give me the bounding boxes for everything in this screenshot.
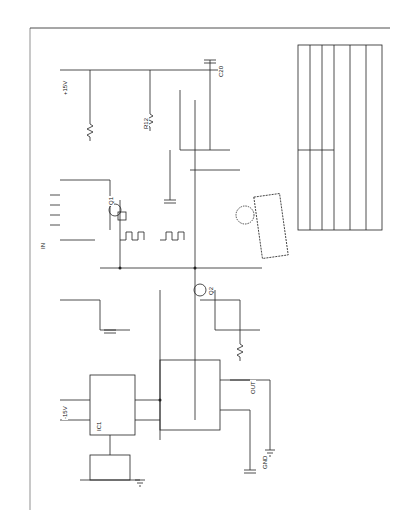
title-block-rule	[334, 45, 335, 230]
part-label: IN	[40, 242, 46, 250]
part-label: C20	[218, 65, 224, 78]
part-label: -15V	[62, 405, 68, 420]
ground-symbol	[135, 480, 145, 486]
relay-symbol	[118, 212, 126, 220]
part-label: R12	[143, 117, 149, 130]
frame-line	[30, 28, 390, 29]
wire	[200, 290, 270, 450]
part-label: Q2	[208, 286, 214, 296]
transistor-symbol	[194, 284, 206, 296]
ic-body	[160, 360, 220, 430]
capacitor-symbol	[164, 200, 176, 203]
wire	[170, 90, 240, 200]
wire	[60, 400, 140, 480]
title-block-rule	[322, 45, 323, 230]
junction-dot	[119, 267, 122, 270]
stamp-outline	[254, 193, 288, 258]
resistor-symbol	[87, 120, 93, 141]
wire	[100, 100, 262, 440]
wire	[60, 60, 220, 150]
resistor-symbol	[237, 340, 243, 361]
capacitor-symbol	[204, 60, 216, 63]
capacitor-symbol	[244, 470, 256, 473]
pulse-symbol	[120, 232, 184, 240]
junction-dot	[159, 399, 162, 402]
title-block-rule	[350, 45, 351, 230]
wire	[135, 380, 250, 470]
part-label: +15V	[62, 80, 68, 96]
connector-pin	[50, 195, 60, 225]
title-block-rule	[310, 45, 311, 230]
junction-dot	[194, 267, 197, 270]
title-block	[298, 45, 382, 230]
part-label: Q1	[108, 196, 114, 206]
ic-body	[90, 375, 135, 435]
frame-line	[30, 28, 31, 510]
part-label: GND	[262, 455, 268, 470]
part-label: IC1	[96, 421, 102, 432]
title-block-rule	[366, 45, 367, 230]
title-block-rule	[298, 150, 334, 151]
stamp-seal	[236, 206, 254, 224]
capacitor-symbol	[104, 330, 116, 333]
part-label: OUT	[250, 380, 256, 395]
ic-body	[90, 455, 130, 480]
wire	[60, 180, 130, 330]
